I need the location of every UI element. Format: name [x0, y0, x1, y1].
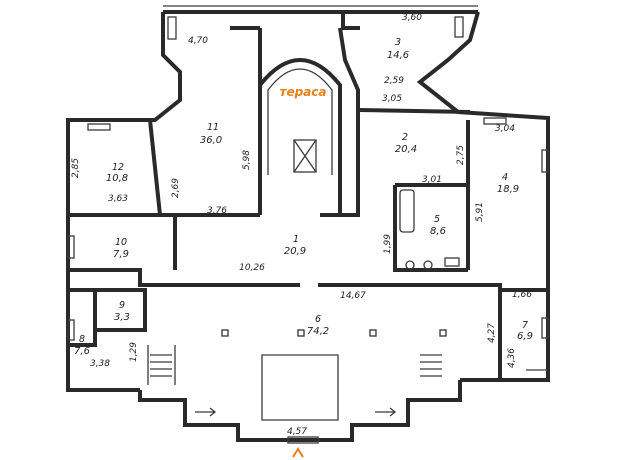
- entrance-arrow-icon: [292, 447, 304, 458]
- room-12-area: 10,8: [106, 173, 128, 184]
- dim-1-66: 1,66: [512, 290, 532, 300]
- dim-3-60: 3,60: [402, 13, 422, 23]
- dim-10-26: 10,26: [239, 263, 265, 273]
- dim-2-59: 2,59: [384, 76, 404, 86]
- room-6-number: 6: [315, 314, 321, 325]
- walls: [66, 5, 550, 442]
- room-7-area: 6,9: [517, 331, 533, 342]
- room-5-area: 8,6: [430, 226, 446, 237]
- room-8-area: 7,6: [74, 346, 90, 357]
- dim-5-98: 5,98: [242, 150, 252, 170]
- terrace-label: тераса: [280, 85, 327, 99]
- room-9-area: 3,3: [114, 312, 130, 323]
- bathroom-fixtures: [399, 189, 460, 270]
- windows: [67, 16, 549, 444]
- dim-1-29: 1,29: [129, 342, 139, 362]
- room-labels: 11 36,0 3 14,6 2 20,4 12 10,8 4 18,9 5 8…: [74, 37, 533, 357]
- dim-3-63: 3,63: [108, 194, 128, 204]
- room-12-number: 12: [112, 162, 124, 173]
- dim-3-01: 3,01: [422, 175, 442, 185]
- room-7-number: 7: [522, 320, 528, 331]
- dim-3-05: 3,05: [382, 94, 402, 104]
- dim-4-57: 4,57: [287, 427, 307, 437]
- stairs: [150, 354, 442, 417]
- dim-1-99: 1,99: [383, 234, 393, 254]
- room-10-area: 7,9: [113, 249, 129, 260]
- room-3-area: 14,6: [387, 50, 409, 61]
- room-3-number: 3: [395, 37, 401, 48]
- dim-4-70: 4,70: [188, 36, 208, 46]
- dim-2-69: 2,69: [171, 178, 181, 198]
- room-4-number: 4: [502, 172, 508, 183]
- dim-3-76: 3,76: [207, 206, 227, 216]
- room-11-area: 36,0: [200, 135, 222, 146]
- room-8-number: 8: [79, 334, 85, 345]
- dim-5-91: 5,91: [475, 202, 485, 222]
- room-11-number: 11: [207, 122, 219, 133]
- dim-14-67: 14,67: [340, 291, 366, 301]
- room-10-number: 10: [115, 237, 127, 248]
- dim-2-85: 2,85: [71, 158, 81, 178]
- room-9-number: 9: [119, 300, 125, 311]
- room-1-area: 20,9: [284, 246, 306, 257]
- room-4-area: 18,9: [497, 184, 519, 195]
- room-5-number: 5: [434, 214, 440, 225]
- room-2-number: 2: [402, 132, 408, 143]
- room-1-number: 1: [293, 234, 299, 245]
- dim-4-36: 4,36: [507, 348, 517, 368]
- dim-3-38: 3,38: [90, 359, 110, 369]
- dimension-labels: 4,70 3,60 2,59 3,05 3,04 5,98 2,85 3,63 …: [71, 13, 532, 437]
- room-6-area: 74,2: [307, 326, 329, 337]
- dim-2-75: 2,75: [456, 145, 466, 165]
- dim-4-27: 4,27: [487, 323, 497, 343]
- dim-3-04: 3,04: [495, 124, 515, 134]
- elevator-icon: [293, 139, 317, 173]
- columns: [221, 329, 447, 337]
- room-2-area: 20,4: [395, 144, 417, 155]
